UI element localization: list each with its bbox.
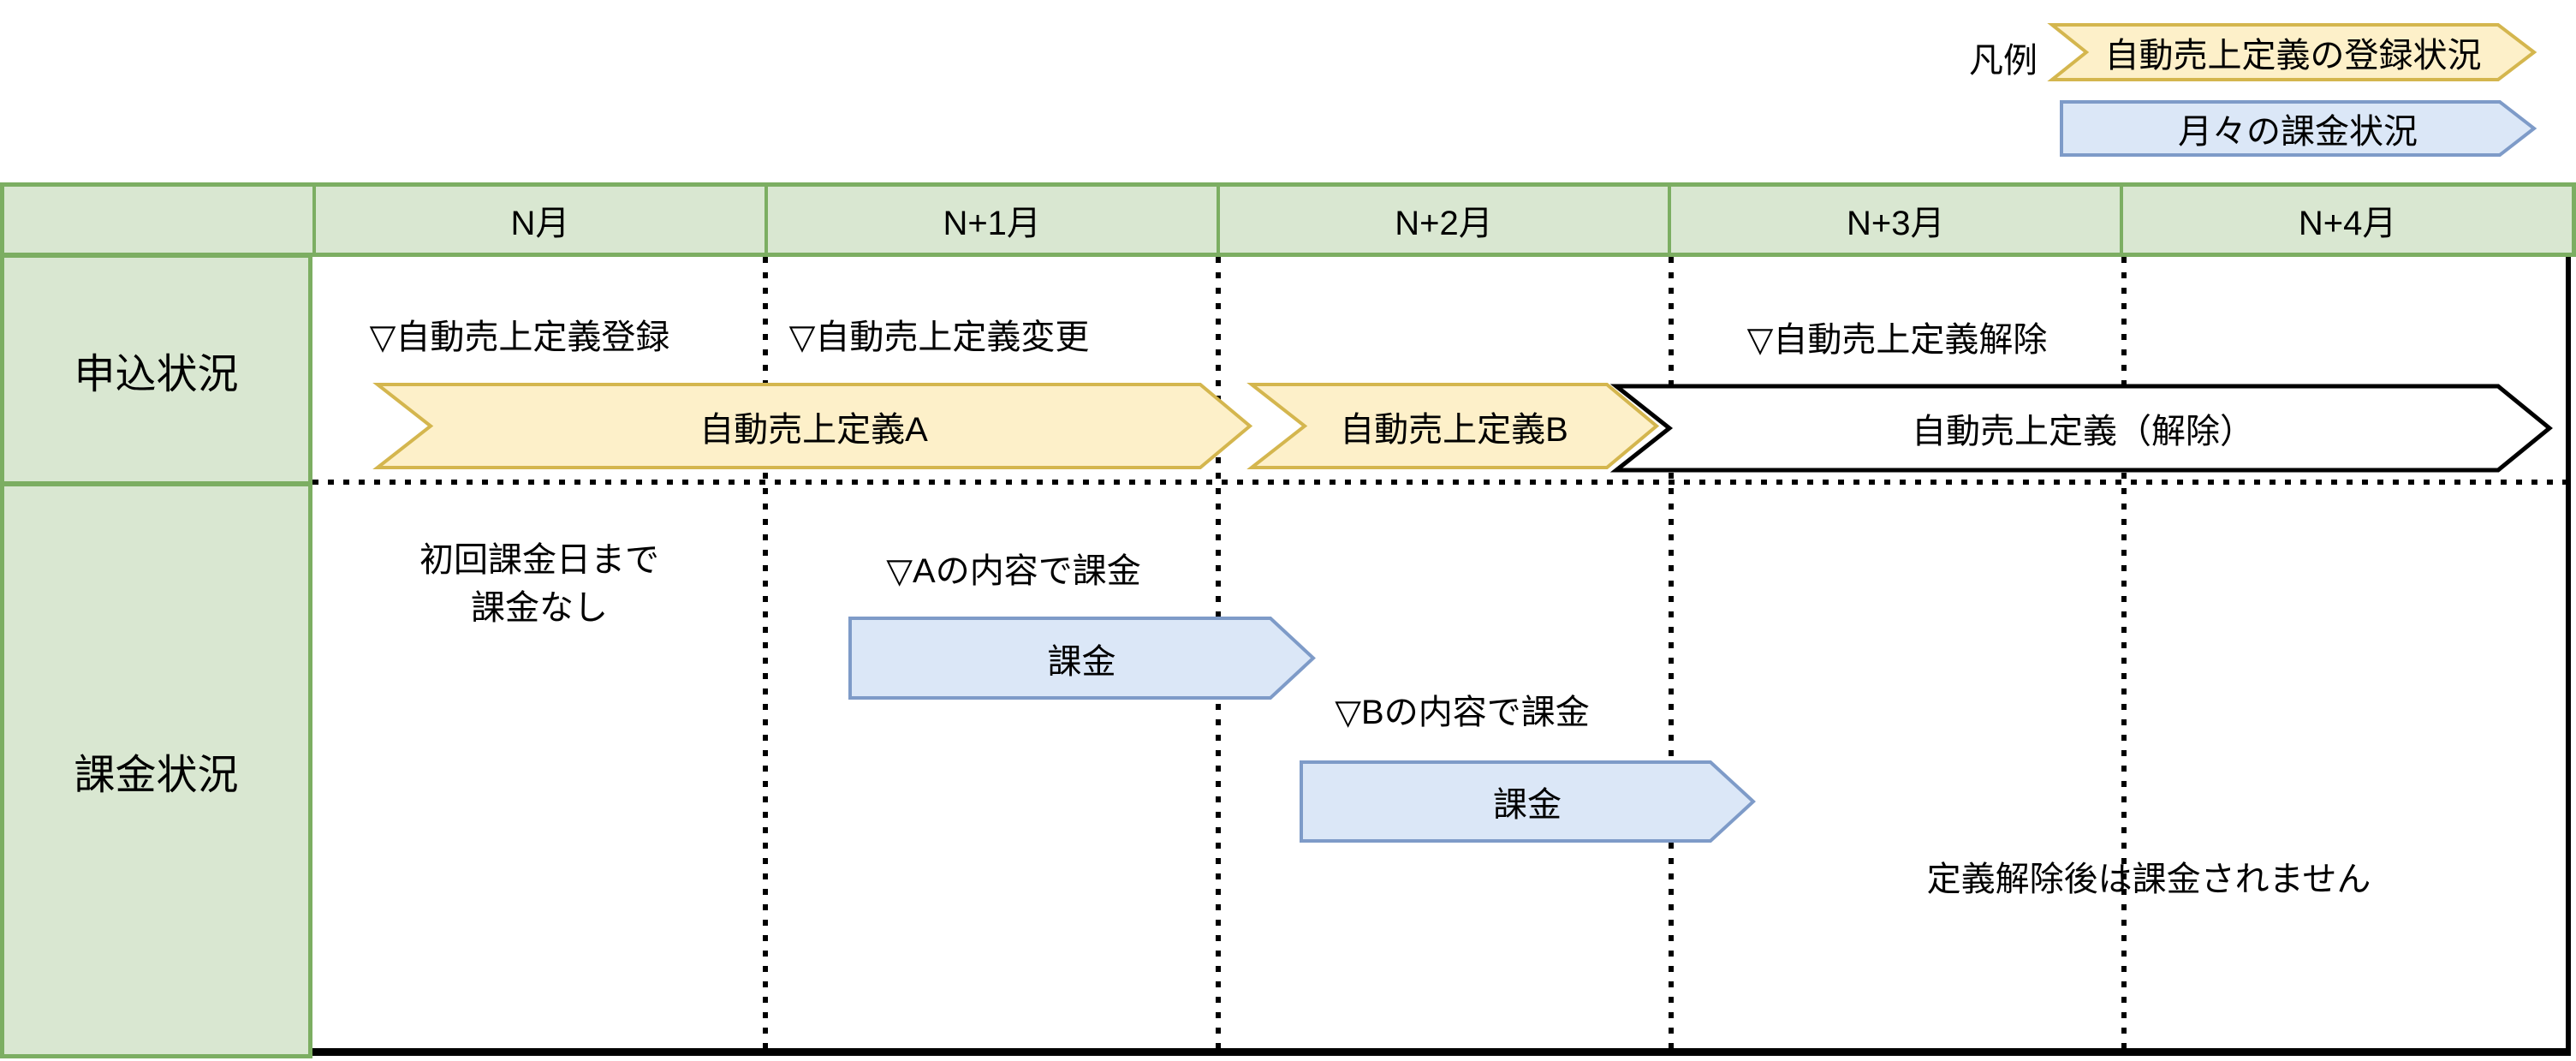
row-label-billing-status: 課金状況 [0,482,312,1058]
legend-registration-arrow: 自動売上定義の登録状況 [2047,23,2537,81]
row-divider-dotted [312,480,2567,485]
legend-billing-arrow: 月々の課金状況 [2060,100,2537,157]
table-bottom-border [312,1048,2571,1056]
legend-title: 凡例 [1969,42,2038,80]
billing-a-bar: 課金 [848,617,1316,700]
event-billing-a: ▽Aの内容で課金 [886,552,1141,590]
header-cell-month-n4: N+4月 [2120,187,2572,253]
event-billing-b: ▽Bの内容で課金 [1335,694,1590,731]
month-divider-n-n1 [763,257,768,1051]
note-no-billing-after-release: 定義解除後は課金されません [1926,861,2371,898]
definition-b-bar: 自動売上定義B [1246,383,1660,469]
row-label-application-status: 申込状況 [0,253,312,486]
definition-b-label: 自動売上定義B [1340,410,1568,449]
table-right-border [2566,257,2571,1055]
legend-registration-label: 自動売上定義の登録状況 [2104,37,2482,75]
month-divider-n3-n4 [2121,257,2127,1051]
header-cell-month-n: N月 [312,187,764,253]
definition-a-bar: 自動売上定義A [372,383,1253,469]
billing-b-bar-shape [1300,760,1756,843]
definition-a-bar-shape [372,383,1253,469]
billing-b-bar: 課金 [1300,760,1756,843]
billing-b-label: 課金 [1493,786,1562,824]
note-no-billing-line1: 初回課金日まで [419,541,659,579]
legend-billing-arrow-shape [2060,100,2537,157]
legend-registration-arrow-shape [2047,23,2537,81]
header-cell-month-n3: N+3月 [1668,187,2120,253]
definition-released-bar-shape [1609,384,2553,473]
header-cell-blank [4,187,312,253]
billing-a-label: 課金 [1047,642,1116,681]
event-definition-register: ▽自動売上定義登録 [369,319,670,356]
note-no-billing-first-month: 初回課金日まで 課金なし [419,536,659,632]
definition-a-label: 自動売上定義A [699,410,928,449]
month-divider-n2-n3 [1669,257,1674,1051]
event-definition-release: ▽自動売上定義解除 [1746,321,2048,359]
definition-released-label: 自動売上定義（解除） [1912,413,2254,450]
header-cell-month-n1: N+1月 [764,187,1217,253]
note-no-billing-line2: 課金なし [471,589,608,627]
billing-a-bar-shape [848,617,1316,700]
header-cell-month-n2: N+2月 [1216,187,1669,253]
event-definition-change: ▽自動売上定義変更 [788,319,1090,356]
timeline-header-row: N月 N+1月 N+2月 N+3月 N+4月 [0,182,2576,257]
legend-billing-label: 月々の課金状況 [2178,113,2418,151]
definition-b-bar-shape [1246,383,1660,469]
definition-released-bar: 自動売上定義（解除） [1609,384,2553,473]
